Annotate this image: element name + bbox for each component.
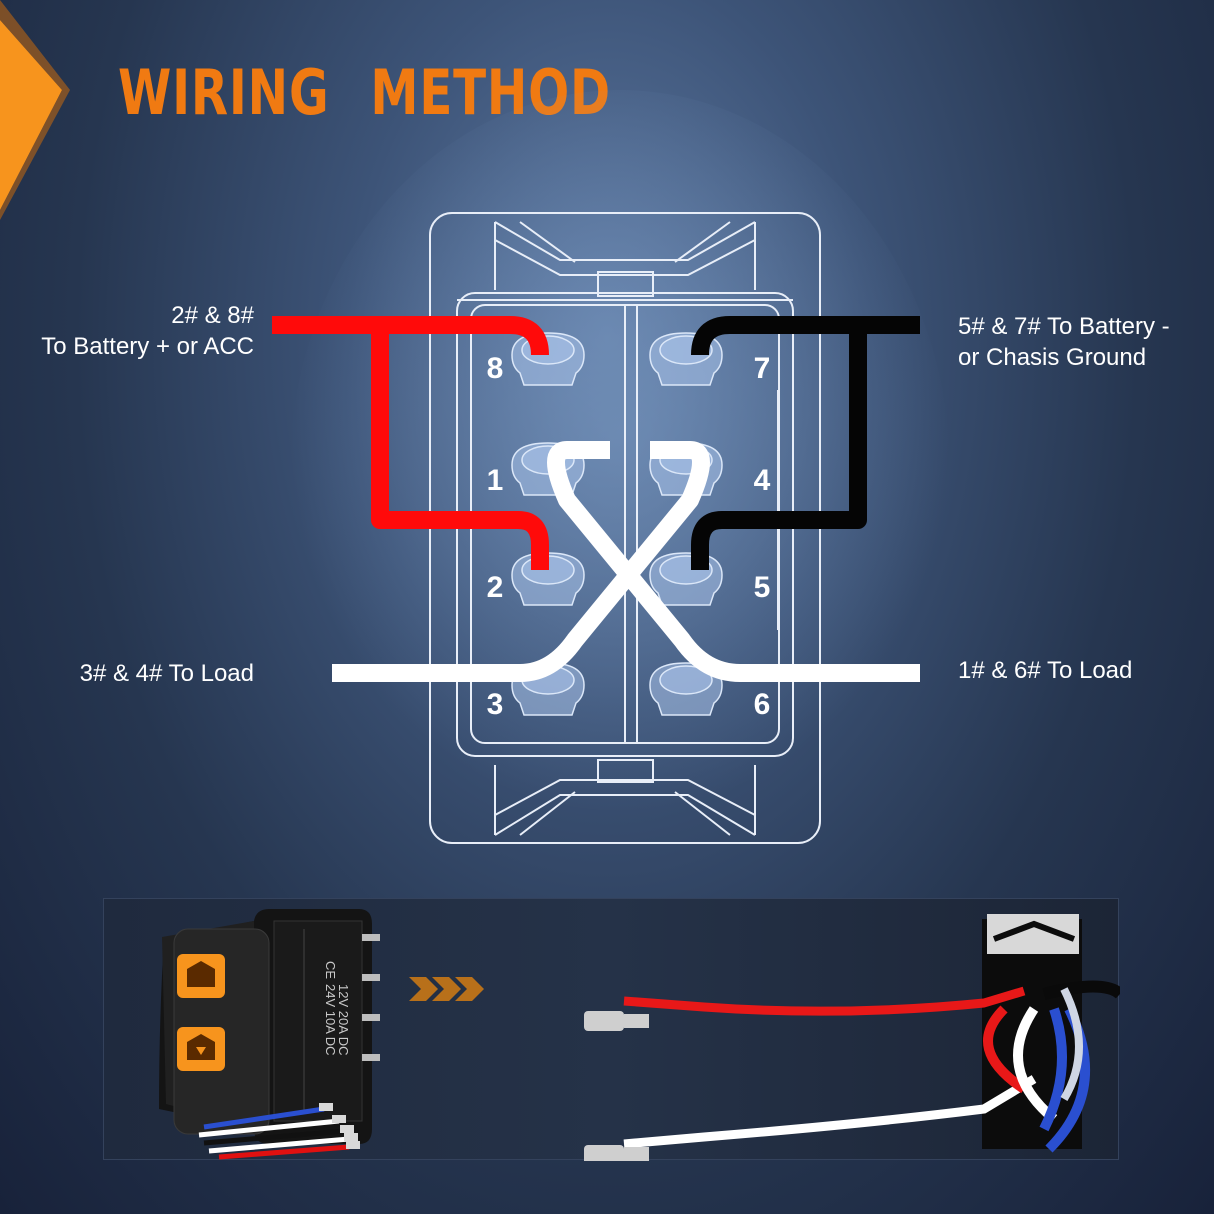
label-ground-line2: or Chasis Ground [958, 344, 1147, 371]
product-panel: CE 12V 20A DC 24V 10A DC [103, 898, 1120, 1161]
pin-label: 5 [754, 571, 771, 604]
switch-outline [429, 212, 821, 844]
pin-label: 1 [487, 464, 504, 497]
rocker-switch: CE 12V 20A DC 24V 10A DC [159, 909, 380, 1144]
label-positive: 2# & 8# To Battery + or ACC [0, 300, 254, 362]
label-load-left: 3# & 4# To Load [79, 660, 254, 687]
label-positive-line2: To Battery + or ACC [41, 333, 254, 360]
window-up-icon [177, 954, 225, 998]
label-ground-line1: 5# & 7# To Battery - [958, 313, 1170, 340]
triple-chevron-right-icon [409, 977, 484, 1001]
pin-label: 3 [487, 688, 504, 721]
window-down-icon [177, 1027, 225, 1071]
terminal-8 [511, 332, 585, 386]
pin-label: 8 [487, 352, 504, 385]
ce-mark: CE [323, 961, 338, 979]
pin-label: 4 [754, 464, 771, 497]
terminal-5 [649, 552, 723, 606]
wire-harness-small [198, 1103, 360, 1160]
pin-label: 2 [487, 571, 504, 604]
product-illustration: CE 12V 20A DC 24V 10A DC [159, 909, 1120, 1161]
rating-line-2: 24V 10A DC [323, 984, 338, 1056]
corner-arrow-icon [0, 0, 70, 220]
pin-label: 6 [754, 688, 771, 721]
ground-wire [691, 316, 920, 570]
label-load-right: 1# & 6# To Load [958, 657, 1133, 684]
wired-connector [584, 914, 1120, 1161]
pin-label: 7 [754, 352, 771, 385]
label-positive-line1: 2# & 8# [171, 302, 254, 329]
terminal-6 [649, 662, 723, 716]
load-wires [332, 441, 920, 682]
rating-line-1: 12V 20A DC [336, 984, 351, 1056]
wiring-diagram: 8 1 2 3 7 4 5 6 [272, 90, 950, 850]
positive-wire [272, 316, 549, 570]
label-ground: 5# & 7# To Battery - or Chasis Ground [958, 311, 1170, 373]
